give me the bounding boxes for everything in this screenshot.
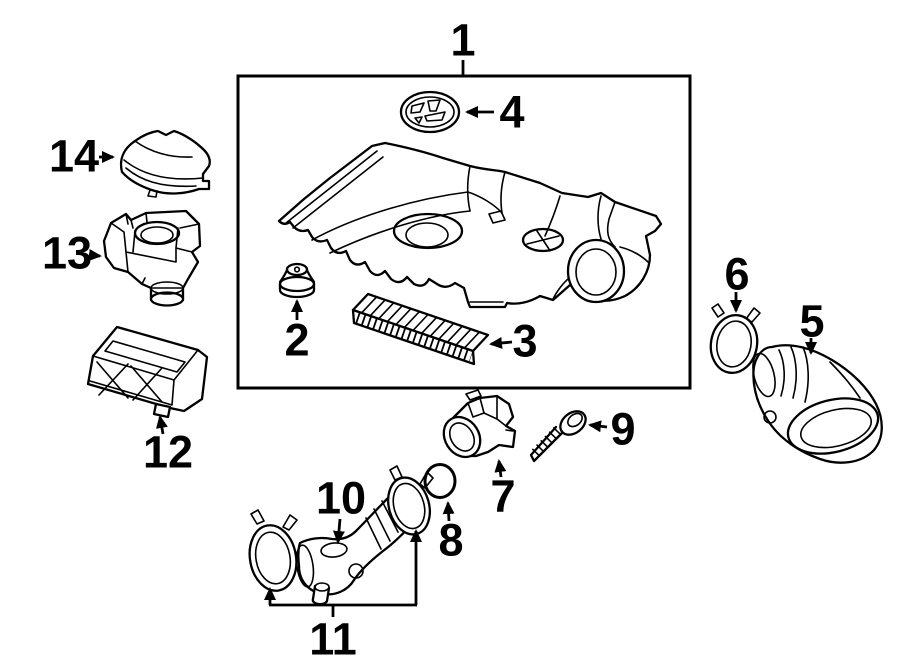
callout-12-label[interactable]: 12 bbox=[143, 427, 193, 478]
callout-2-label[interactable]: 2 bbox=[284, 315, 309, 366]
callout-4-label[interactable]: 4 bbox=[499, 87, 524, 138]
callout-11[interactable]: 11 bbox=[264, 529, 422, 661]
callout-3[interactable]: 3 bbox=[489, 316, 538, 367]
callout-1-label[interactable]: 1 bbox=[450, 15, 475, 66]
callout-6[interactable]: 6 bbox=[724, 249, 750, 313]
mass-air-flow-sensor bbox=[442, 389, 517, 459]
callout-5-label[interactable]: 5 bbox=[799, 296, 824, 347]
callout-3-label[interactable]: 3 bbox=[512, 316, 537, 367]
filter-pleats bbox=[360, 296, 481, 349]
callout-12[interactable]: 12 bbox=[143, 415, 193, 478]
callout-14[interactable]: 14 bbox=[49, 131, 115, 182]
o-ring-seal bbox=[423, 463, 457, 499]
callout-1[interactable]: 1 bbox=[450, 15, 476, 77]
mounting-screw bbox=[529, 410, 587, 463]
callout-8[interactable]: 8 bbox=[438, 501, 464, 566]
hose-clamp-6 bbox=[709, 303, 761, 374]
callout-8-label[interactable]: 8 bbox=[438, 515, 463, 566]
cover-vent bbox=[521, 227, 565, 253]
callout-9[interactable]: 9 bbox=[588, 404, 636, 455]
callout-4[interactable]: 4 bbox=[465, 87, 525, 138]
callout-14-label[interactable]: 14 bbox=[49, 131, 99, 182]
air-filter-element bbox=[351, 292, 490, 366]
callout-9-label[interactable]: 9 bbox=[610, 404, 635, 455]
callout-10[interactable]: 10 bbox=[316, 473, 366, 544]
callout-6-label[interactable]: 6 bbox=[724, 249, 749, 300]
outlet-air-hose bbox=[752, 344, 883, 464]
air-cleaner-housing bbox=[102, 209, 202, 307]
callout-7[interactable]: 7 bbox=[490, 459, 516, 522]
air-cleaner-cover bbox=[119, 129, 211, 198]
vw-emblem bbox=[399, 90, 461, 134]
callout-2[interactable]: 2 bbox=[284, 299, 310, 366]
callout-10-label[interactable]: 10 bbox=[316, 473, 366, 524]
callout-13-label[interactable]: 13 bbox=[42, 228, 92, 279]
oil-cap-recess bbox=[392, 212, 464, 250]
callout-11-label[interactable]: 11 bbox=[309, 614, 357, 661]
intake-air-duct bbox=[86, 325, 209, 419]
callout-7-label[interactable]: 7 bbox=[490, 471, 515, 522]
hose-clamp-11-left bbox=[248, 509, 298, 592]
filter-pleat-band bbox=[355, 312, 473, 363]
callout-5[interactable]: 5 bbox=[799, 296, 825, 355]
engine-cover bbox=[277, 141, 663, 309]
callout-13[interactable]: 13 bbox=[42, 228, 102, 279]
rubber-mount bbox=[278, 262, 316, 299]
